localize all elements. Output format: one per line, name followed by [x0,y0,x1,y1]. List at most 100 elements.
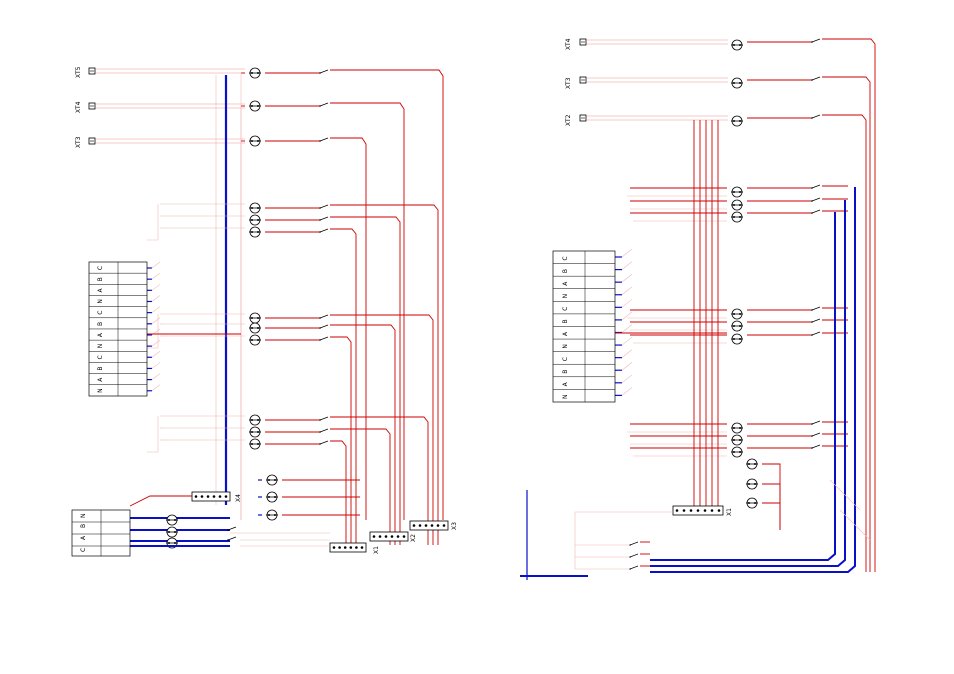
breaker-dot [257,419,259,421]
breaker-dot [739,427,741,429]
breaker-dot [174,542,176,544]
terminal-pin [218,495,222,498]
pink-wire [621,299,633,308]
pink-wire [151,373,161,380]
phase-wire [822,76,871,572]
pink-wire [839,509,871,541]
breaker-dot [733,338,735,340]
switch-dot [811,435,813,437]
switch-dot [319,327,321,329]
bus-cell-label: A [97,332,104,337]
switch-contact [811,209,821,214]
pink-wire [621,324,633,333]
bus-cell-label: A [562,381,569,386]
breaker-dot [174,531,176,533]
terminal-pin [194,495,198,498]
breaker-dot [257,207,259,209]
bus-cell-label: A [97,377,104,382]
switch-contact [227,536,237,541]
switch-dot [319,339,321,341]
terminal-label-x1: X1 [373,546,380,554]
breaker-dot [257,105,259,107]
terminal-pin [696,509,700,512]
pink-wire [151,272,161,280]
switch-contact [811,318,821,323]
breaker-dot [739,191,741,193]
breaker-dot [733,313,735,315]
pink-wire [147,204,159,241]
terminal-pin [436,524,440,527]
switch-contact [811,114,821,119]
pink-wire [621,248,633,258]
switch-dot [319,443,321,445]
switch-dot [811,423,813,425]
pink-wire [621,286,633,295]
bus-cell-label: B [562,319,569,323]
breaker-dot [739,216,741,218]
breaker-dot [733,120,735,122]
terminal-block [329,542,367,553]
switch-contact [629,541,639,546]
pink-wire [147,314,159,349]
switch-dot [319,207,321,209]
bus-cell-label: B [97,366,104,370]
switch-contact [319,314,329,319]
breaker-dot [733,44,735,46]
switch-dot [811,212,813,214]
switch-contact [811,331,821,336]
terminal-block [369,531,409,542]
pink-wire [151,295,161,302]
breaker-dot [251,443,253,445]
breaker-dot [733,325,735,327]
terminal-pin [412,524,416,527]
neutral-bus [650,187,856,573]
phase-wire [330,137,367,520]
breaker-dot [733,82,735,84]
switch-dot [319,140,321,142]
phase-wire [762,463,781,530]
pink-wire [151,339,161,347]
pink-wire [621,261,633,270]
switch-contact [811,184,821,189]
bus-cell-label: B [562,269,569,273]
left-input-table: C A B N [71,509,131,557]
left-connector-label: XT5 [75,66,82,78]
terminal-block [191,491,231,502]
input-cell-label: A [80,535,87,540]
neutral-bus [650,212,836,561]
switch-contact [319,324,329,329]
bus-cell-label: A [562,281,569,286]
bus-cell-label: N [562,294,569,299]
bus-cell-label: C [562,357,569,361]
terminal-pin [206,495,210,498]
input-cell-label: N [80,514,87,519]
bus-cell-label: B [97,277,104,281]
left-schematic [88,67,449,553]
pink-wire [621,273,633,283]
terminal-pin [710,509,714,512]
switch-contact [811,76,821,81]
phase-wire [822,114,867,572]
terminal-pin [418,524,422,527]
neutral-bus [650,200,846,567]
switch-contact [319,102,329,107]
switch-dot [227,529,229,531]
phase-wire [330,314,434,545]
terminal-pin [430,524,434,527]
switch-contact [319,416,329,421]
breaker-dot [733,216,735,218]
bus-cell-label: C [97,266,104,270]
bus-cell-label: N [562,394,569,399]
pink-wire [621,336,633,346]
breaker-dot [274,514,276,516]
terminal-label-x3: X3 [451,522,458,530]
phase-wire [330,228,357,545]
terminal-label-x2: X2 [410,534,417,542]
terminal-pin [378,535,382,538]
bus-cell-label: A [97,287,104,292]
terminal-pin [200,495,204,498]
switch-dot [811,79,813,81]
switch-contact [319,204,329,209]
